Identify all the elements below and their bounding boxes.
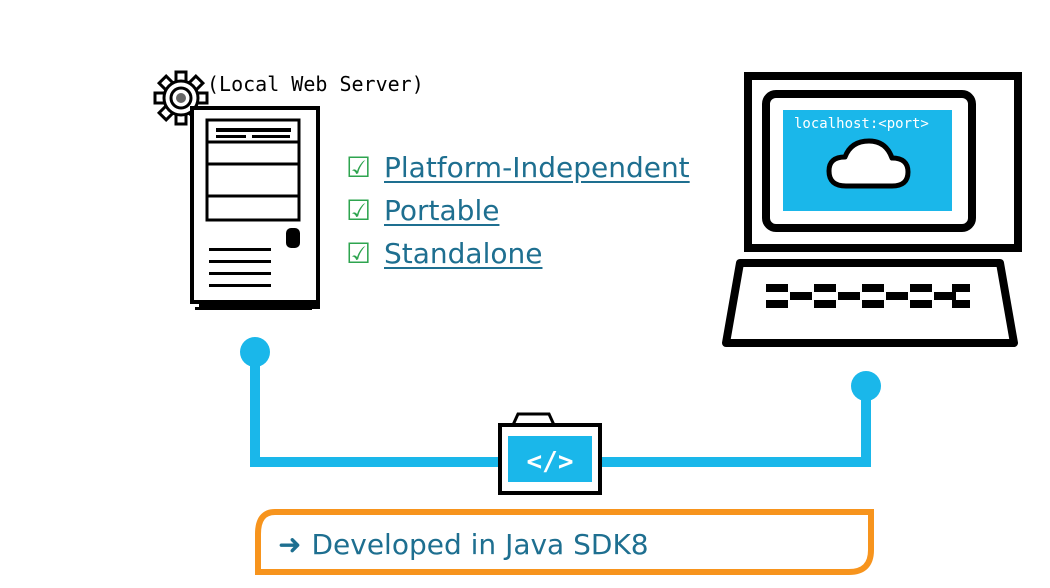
server-label: (Local Web Server) bbox=[207, 72, 424, 96]
checkbox-checked-icon: ☑ bbox=[346, 236, 372, 270]
feature-item-standalone: ☑ Standalone bbox=[346, 232, 690, 275]
checkbox-checked-icon: ☑ bbox=[346, 150, 372, 184]
arrow-right-icon: ➜ bbox=[278, 527, 302, 561]
cloud-icon bbox=[826, 138, 911, 189]
footer-outline bbox=[255, 509, 874, 575]
checkbox-checked-icon: ☑ bbox=[346, 193, 372, 227]
feature-item-portable: ☑ Portable bbox=[346, 189, 690, 232]
feature-link-platform-independent[interactable]: Platform-Independent bbox=[384, 151, 690, 184]
code-folder-icon bbox=[498, 412, 602, 495]
feature-item-platform-independent: ☑ Platform-Independent bbox=[346, 146, 690, 189]
localhost-url-label: localhost:<port> bbox=[794, 116, 929, 132]
server-tower-icon bbox=[190, 106, 320, 310]
feature-link-standalone[interactable]: Standalone bbox=[384, 237, 543, 270]
feature-list: ☑ Platform-Independent ☑ Portable ☑ Stan… bbox=[346, 146, 690, 275]
code-symbol: </> bbox=[526, 447, 574, 477]
footer-text: Developed in Java SDK8 bbox=[311, 527, 649, 561]
feature-link-portable[interactable]: Portable bbox=[384, 194, 500, 227]
footer-note: ➜ Developed in Java SDK8 bbox=[278, 522, 649, 566]
